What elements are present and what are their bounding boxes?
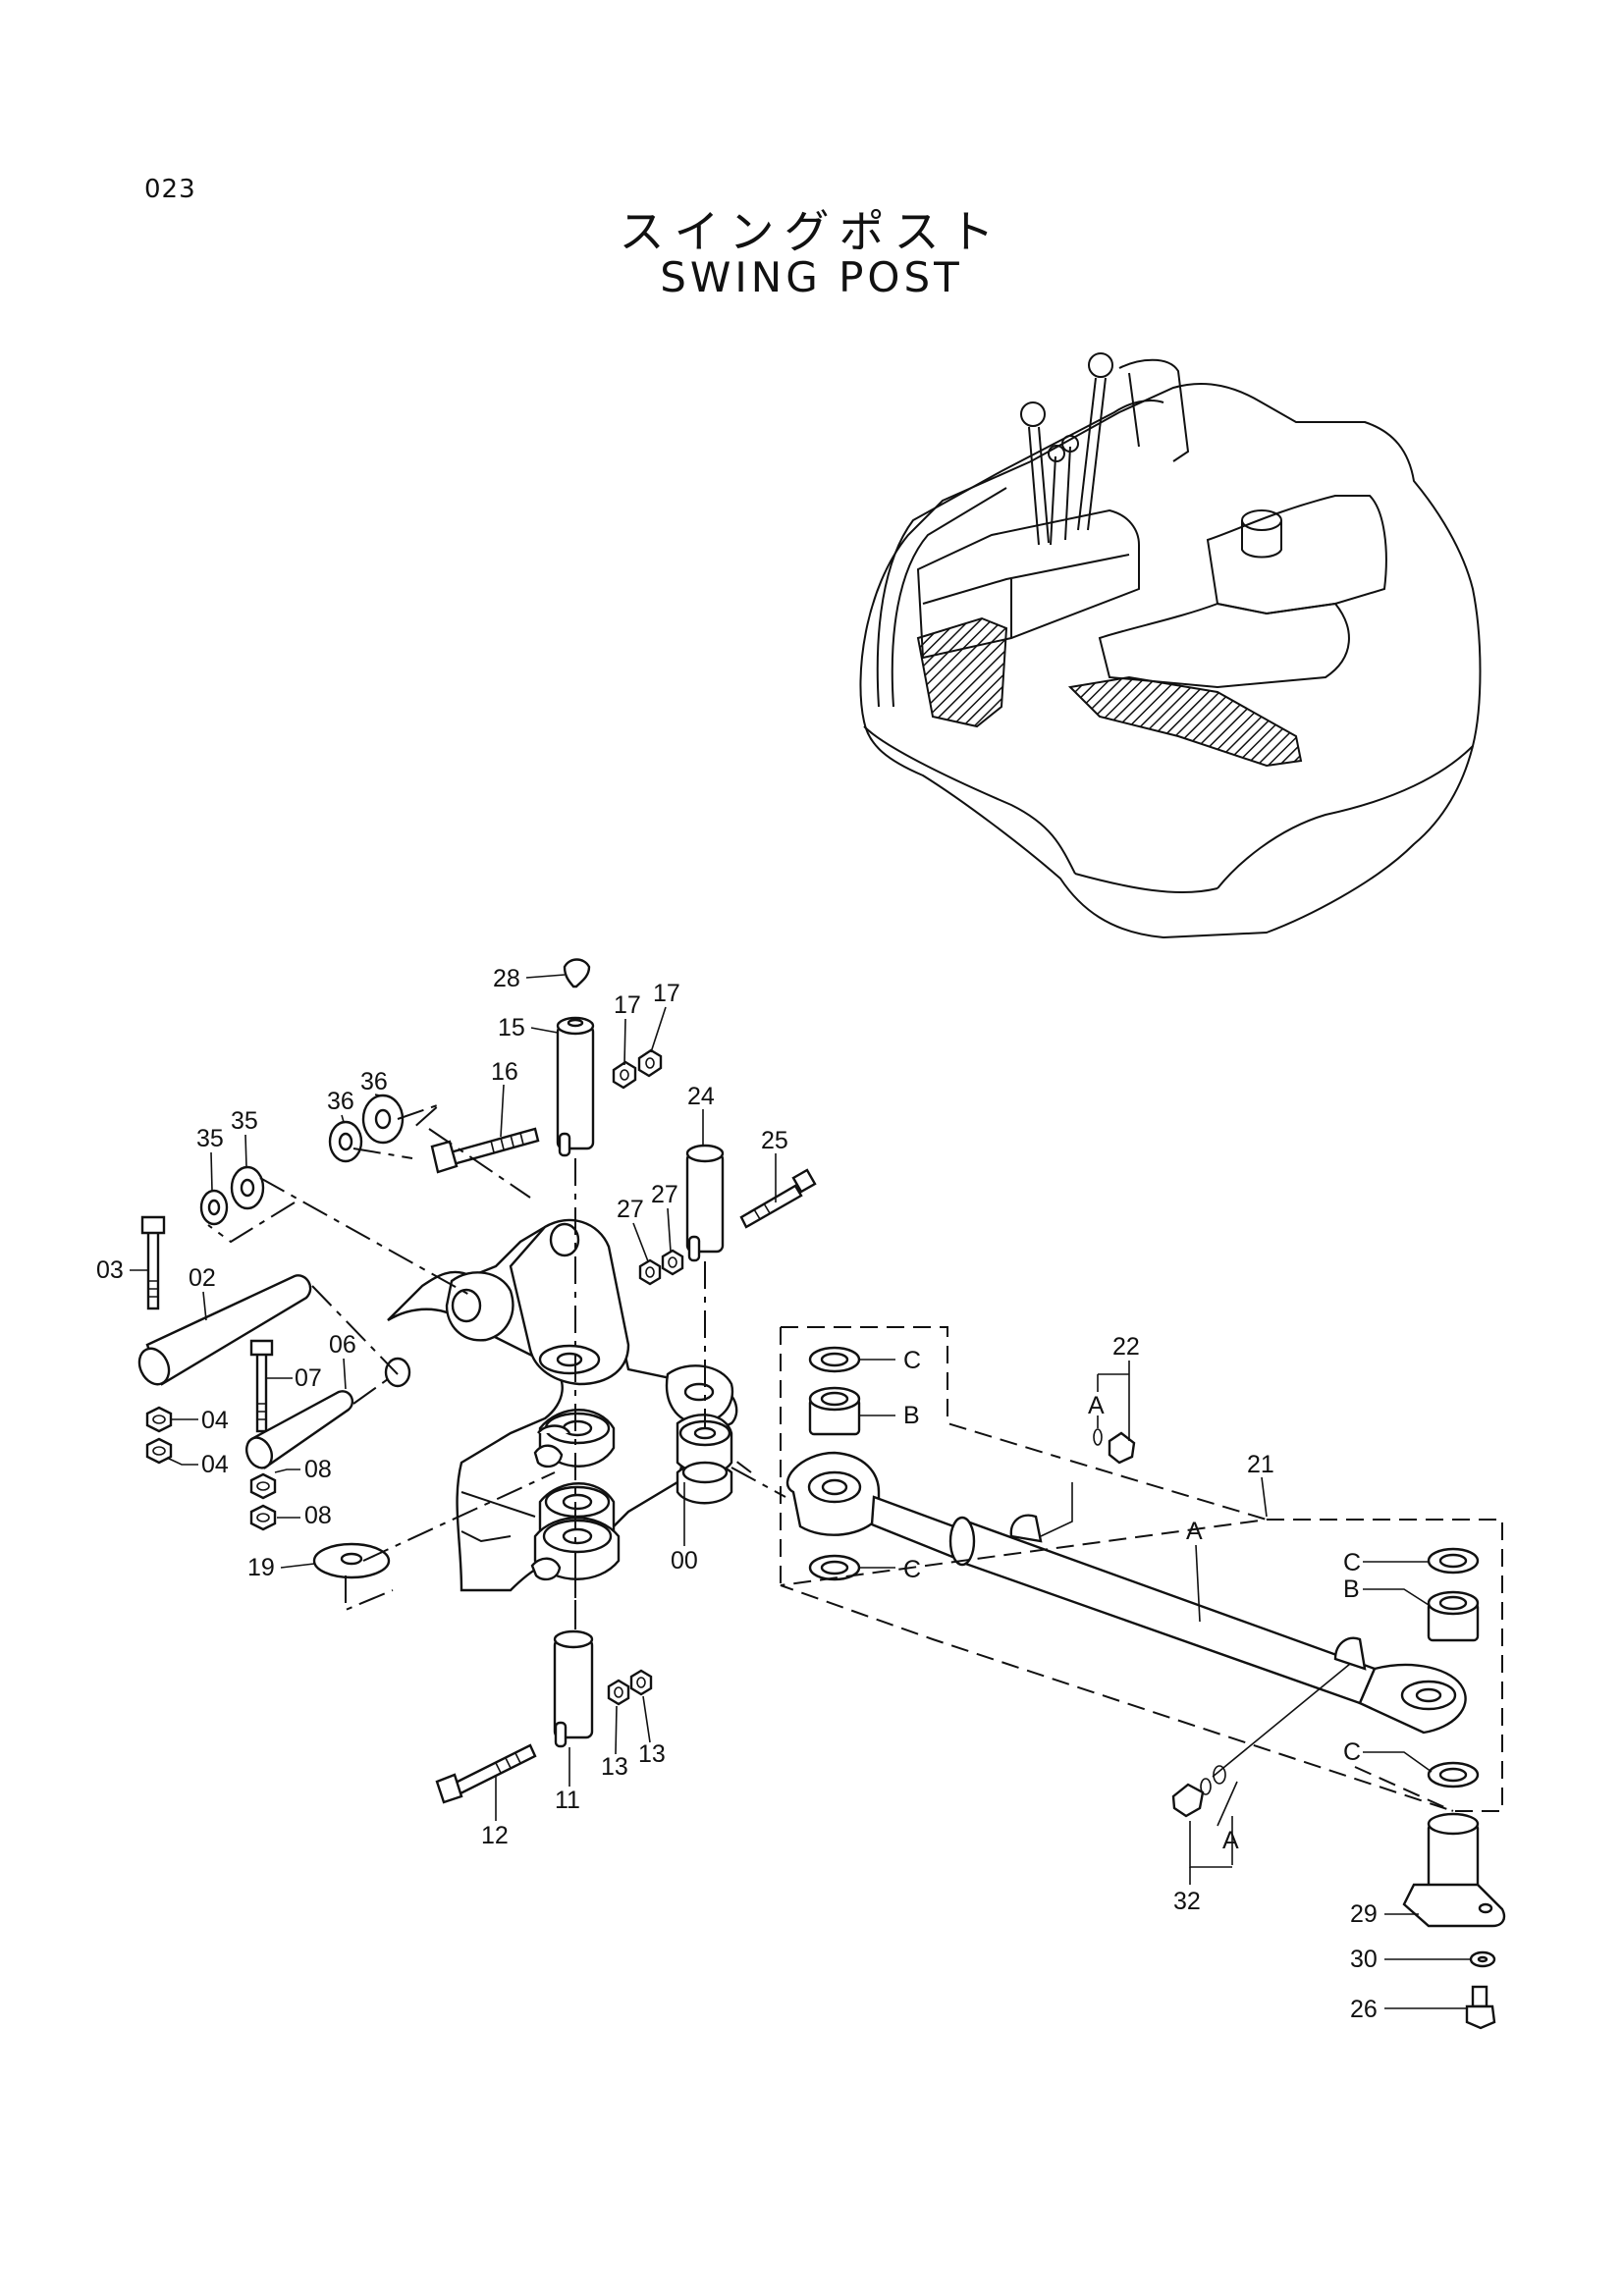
swing-cylinder-21 xyxy=(785,1451,1467,1735)
callout-35-a: 35 xyxy=(196,1125,224,1152)
callout-25: 25 xyxy=(761,1127,788,1154)
callout-12: 12 xyxy=(481,1822,509,1849)
callout-11: 11 xyxy=(555,1787,580,1814)
pin-29 xyxy=(1402,1812,1506,1928)
bolt-16 xyxy=(430,1127,540,1174)
callout-04-b: 04 xyxy=(201,1451,229,1478)
nuts-17 xyxy=(612,1048,663,1090)
washers-36 xyxy=(328,1094,405,1163)
callout-19: 19 xyxy=(247,1554,275,1581)
callout-C-3: C xyxy=(1343,1549,1361,1576)
seal-C-upper-right xyxy=(1427,1547,1480,1575)
washers-35 xyxy=(199,1165,265,1226)
pin-02 xyxy=(137,1274,312,1386)
callout-35-b: 35 xyxy=(231,1107,258,1135)
callout-15: 15 xyxy=(498,1014,525,1041)
callout-26: 26 xyxy=(1350,1996,1378,2023)
page-number: 023 xyxy=(144,175,196,204)
nuts-04 xyxy=(145,1406,173,1465)
callout-36-b: 36 xyxy=(360,1068,388,1095)
bolt-12 xyxy=(435,1743,537,1804)
assembly-center-lines xyxy=(207,1103,786,1629)
callout-C-2: C xyxy=(903,1556,921,1583)
nuts-27 xyxy=(638,1249,684,1286)
nuts-13 xyxy=(607,1669,653,1706)
callout-08-b: 08 xyxy=(304,1502,332,1529)
title-english: SWING POST xyxy=(660,253,963,301)
bolt-25 xyxy=(739,1168,817,1229)
bushing-B-left xyxy=(808,1386,861,1436)
callout-17-b: 17 xyxy=(653,980,680,1007)
callout-27-a: 27 xyxy=(617,1196,644,1223)
callout-30: 30 xyxy=(1350,1946,1378,1973)
callout-36-a: 36 xyxy=(327,1088,354,1115)
callout-16: 16 xyxy=(491,1058,518,1086)
callout-28: 28 xyxy=(493,965,520,992)
bolt-07 xyxy=(249,1339,274,1433)
callout-32: 32 xyxy=(1173,1888,1201,1915)
callout-A-1: A xyxy=(1088,1392,1105,1419)
grease-fitting-22 xyxy=(1093,1428,1136,1465)
callout-00: 00 xyxy=(671,1547,698,1575)
swing-post-bracket xyxy=(384,1218,738,1592)
callout-03: 03 xyxy=(96,1256,124,1284)
callouts: 28 15 17 17 16 36 36 35 35 24 25 27 27 xyxy=(96,965,1470,2023)
callout-08-a: 08 xyxy=(304,1456,332,1483)
machine-inset-illustration xyxy=(859,352,1482,939)
callout-A-3: A xyxy=(1222,1827,1239,1854)
bushing-B-right xyxy=(1427,1590,1480,1642)
callout-C-4: C xyxy=(1343,1738,1361,1766)
callout-04-a: 04 xyxy=(201,1407,229,1434)
callout-B-2: B xyxy=(1343,1575,1360,1603)
washer-19 xyxy=(312,1542,391,1579)
callout-02: 02 xyxy=(189,1264,216,1292)
callout-07: 07 xyxy=(295,1364,322,1392)
callout-27-b: 27 xyxy=(651,1181,678,1208)
bolt-03 xyxy=(140,1215,166,1310)
nuts-08 xyxy=(249,1472,277,1531)
callout-24: 24 xyxy=(687,1083,715,1110)
bolt-26 xyxy=(1465,1985,1496,2030)
callout-21: 21 xyxy=(1247,1451,1274,1478)
reference-leaders-A xyxy=(1040,1415,1351,1865)
washer-30 xyxy=(1469,1950,1496,1968)
callout-22: 22 xyxy=(1112,1333,1140,1361)
grease-fitting-32 xyxy=(1171,1765,1226,1818)
callout-C-1: C xyxy=(903,1347,921,1374)
callout-A-2: A xyxy=(1186,1518,1203,1545)
pin-24 xyxy=(685,1144,725,1262)
callout-17-a: 17 xyxy=(614,991,641,1019)
callout-13-a: 13 xyxy=(601,1753,628,1781)
cylinder-assembly-boundary xyxy=(730,1326,1503,1812)
callout-13-b: 13 xyxy=(638,1740,666,1768)
callout-29: 29 xyxy=(1350,1900,1378,1928)
seal-C-upper-left xyxy=(808,1346,861,1373)
pin-15-top xyxy=(556,958,595,1157)
pin-11 xyxy=(553,1629,594,1748)
callout-06: 06 xyxy=(329,1331,356,1359)
callout-B-1: B xyxy=(903,1402,920,1429)
seal-C-lower-right xyxy=(1427,1761,1480,1789)
title-japanese: スイングポスト xyxy=(619,205,1004,258)
pin-06 xyxy=(244,1390,353,1469)
